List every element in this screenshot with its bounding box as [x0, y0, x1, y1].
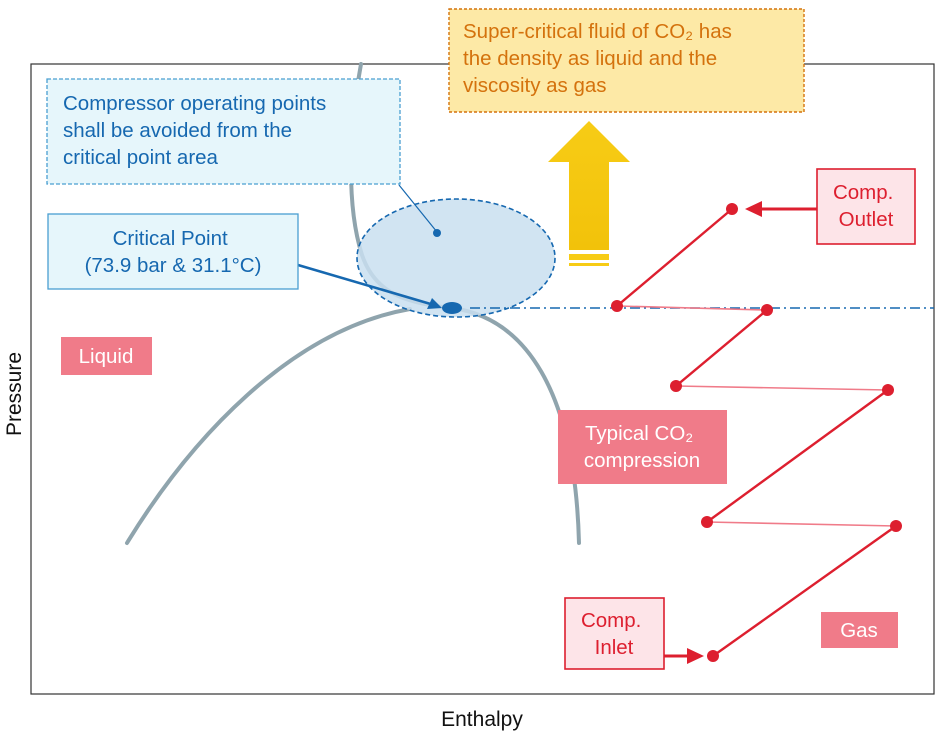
gas-region-label: Gas: [840, 619, 878, 642]
compression-stage-2: [706, 389, 889, 523]
typical-compression-label-text: Typical CO₂ compression: [584, 422, 700, 472]
state-point-4: [882, 384, 894, 396]
typical-compression-line-1: Typical CO₂: [585, 422, 693, 445]
critical-point-callout-box: [47, 213, 299, 290]
critical-point-title: Critical Point: [113, 227, 228, 250]
state-point-7: [611, 300, 623, 312]
supercritical-callout-text: Super-critical fluid of CO₂ has the dens…: [463, 20, 738, 97]
compression-points: [611, 203, 902, 662]
state-point-outlet: [726, 203, 738, 215]
avoid-area-line-2: shall be avoided from the: [63, 119, 292, 142]
supercritical-callout-box: [448, 8, 805, 113]
compression-stages: [616, 208, 897, 657]
state-point-2: [890, 520, 902, 532]
avoid-area-leader: [398, 184, 438, 233]
avoid-area-callout-box: [46, 78, 401, 185]
avoid-area-leader-dot: [433, 229, 441, 237]
compression-stage-4: [616, 208, 733, 307]
intercool-line-3: [616, 305, 768, 311]
critical-point-area: [356, 198, 556, 318]
comp-inlet-box: [564, 597, 665, 670]
compression-stage-1: [712, 525, 897, 657]
avoid-area-callout-text: Compressor operating points shall be avo…: [63, 92, 332, 169]
liquid-region-label: Liquid: [79, 345, 134, 368]
critical-point-callout-text: Critical Point (73.9 bar & 31.1°C): [85, 227, 262, 277]
avoid-area-line-1: Compressor operating points: [63, 92, 326, 115]
typical-compression-label-box: [558, 410, 727, 484]
comp-outlet-arrowhead: [745, 201, 762, 217]
avoid-area-line-3: critical point area: [63, 146, 219, 169]
supercritical-line-1: Super-critical fluid of CO₂ has: [463, 20, 732, 43]
critical-point-marker: [442, 302, 462, 314]
saturation-curve-liquid: [125, 307, 412, 545]
supercritical-line-3: viscosity as gas: [463, 74, 607, 97]
comp-inlet-line-1: Comp.: [581, 609, 641, 632]
comp-inlet-text: Comp. Inlet: [581, 609, 647, 659]
comp-inlet-arrowhead: [687, 648, 704, 664]
typical-compression-line-2: compression: [584, 449, 700, 472]
intercooling-lines: [616, 305, 897, 527]
comp-outlet-text: Comp. Outlet: [833, 181, 899, 231]
supercritical-arrow: [548, 121, 630, 266]
comp-outlet-box: [816, 168, 916, 245]
comp-inlet-line-2: Inlet: [595, 636, 634, 659]
gas-region-label-box: [821, 612, 898, 648]
supercritical-line-2: the density as liquid and the: [463, 47, 717, 70]
critical-point-leader: [297, 263, 435, 307]
x-axis-label: Enthalpy: [441, 708, 523, 731]
state-point-3: [701, 516, 713, 528]
intercool-line-1: [706, 521, 897, 527]
intercool-line-2: [675, 385, 889, 391]
supercritical-arrow-stripe-2: [569, 263, 609, 266]
critical-point-leader-arrowhead: [427, 298, 442, 309]
state-point-inlet: [707, 650, 719, 662]
compression-stage-3: [675, 309, 768, 387]
state-point-5: [670, 380, 682, 392]
supercritical-arrow-stripe: [569, 254, 609, 260]
comp-outlet-line-1: Comp.: [833, 181, 893, 204]
liquid-region-label-box: [61, 337, 152, 375]
supercritical-arrow-head: [548, 121, 630, 250]
critical-point-values: (73.9 bar & 31.1°C): [85, 254, 262, 277]
comp-outlet-line-2: Outlet: [839, 208, 894, 231]
state-point-6: [761, 304, 773, 316]
y-axis-label: Pressure: [3, 352, 26, 436]
